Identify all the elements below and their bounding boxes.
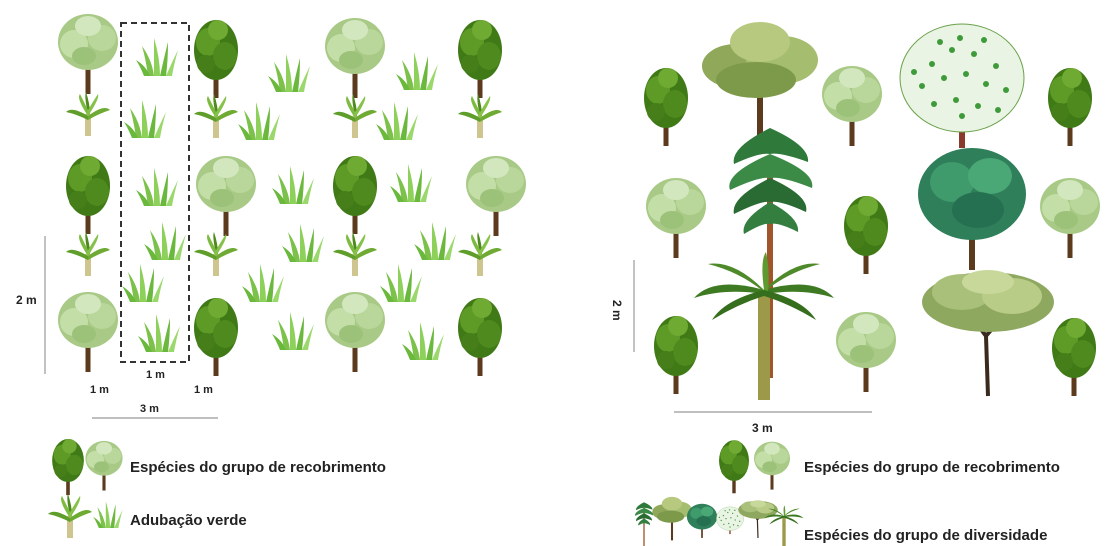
- adubacao-grass-icon: [396, 52, 438, 90]
- right-vertical-dimension: 2 m: [610, 300, 624, 321]
- recobrimento-tree-icon: [654, 316, 698, 394]
- adubacao-grass-icon: [242, 264, 284, 302]
- adubacao-plant-icon: [194, 94, 238, 138]
- adubacao-plant-icon: [66, 92, 110, 136]
- legend-acacia-icon: [738, 500, 778, 538]
- recobrimento-tree-icon: [196, 156, 256, 236]
- diversidade-acacia-tree-icon: [922, 270, 1054, 396]
- legend-recobrimento-light-tree-icon: [754, 442, 790, 490]
- diversidade-spotted-tree-icon: [900, 24, 1024, 148]
- recobrimento-tree-icon: [194, 298, 238, 376]
- adubacao-plant-icon: [333, 94, 377, 138]
- adubacao-plant-icon: [66, 232, 110, 276]
- right-layout: [644, 22, 1100, 400]
- right-horizontal-dimension: 3 m: [752, 421, 773, 435]
- legend-pine-icon: [635, 502, 653, 546]
- adubacao-grass-icon: [268, 54, 310, 92]
- legend-canopy-icon: [652, 497, 691, 541]
- adubacao-plant-icon: [333, 232, 377, 276]
- adubacao-grass-icon: [238, 102, 280, 140]
- recobrimento-tree-icon: [194, 20, 238, 98]
- left-legend: Espécies do grupo de recobrimento Adubaç…: [48, 439, 386, 538]
- legend-adubacao-label: Adubação verde: [130, 512, 247, 529]
- recobrimento-tree-icon: [466, 156, 526, 236]
- adubacao-grass-icon: [144, 222, 186, 260]
- adubacao-grass-icon: [402, 322, 444, 360]
- recobrimento-tree-icon: [325, 18, 385, 98]
- left-vertical-dimension: 2 m: [16, 293, 37, 307]
- adubacao-grass-icon: [136, 168, 178, 206]
- legend-recobrimento-dark-tree-icon: [719, 440, 749, 493]
- recobrimento-tree-icon: [66, 156, 110, 234]
- legend-adubacao-grass-icon: [93, 501, 122, 528]
- adubacao-grass-icon: [380, 264, 422, 302]
- adubacao-grass-icon: [282, 224, 324, 262]
- adubacao-grass-icon: [272, 166, 314, 204]
- adubacao-grass-icon: [414, 222, 456, 260]
- recobrimento-tree-icon: [1052, 318, 1096, 396]
- recobrimento-tree-icon: [1048, 68, 1092, 146]
- recobrimento-tree-icon: [333, 156, 377, 234]
- recobrimento-tree-icon: [325, 292, 385, 372]
- adubacao-grass-icon: [390, 164, 432, 202]
- diversidade-teal-tree-icon: [918, 148, 1026, 270]
- adubacao-plant-icon: [458, 94, 502, 138]
- legend-teal-icon: [687, 504, 717, 538]
- legend-recobrimento-label: Espécies do grupo de recobrimento: [130, 459, 386, 476]
- legend-recobrimento-dark-tree-icon: [52, 439, 84, 495]
- adubacao-grass-icon: [122, 264, 164, 302]
- recobrimento-tree-icon: [458, 298, 502, 376]
- recobrimento-tree-icon: [58, 14, 118, 94]
- legend-recobrimento-light-tree-icon: [85, 441, 122, 491]
- recobrimento-tree-icon: [458, 20, 502, 98]
- recobrimento-tree-icon: [646, 178, 706, 258]
- legend-recobrimento-label: Espécies do grupo de recobrimento: [804, 459, 1060, 476]
- recobrimento-tree-icon: [844, 196, 888, 274]
- adubacao-plant-icon: [458, 232, 502, 276]
- recobrimento-tree-icon: [822, 66, 882, 146]
- left-horizontal-dimension: 3 m: [140, 403, 159, 415]
- diversidade-canopy-tree-icon: [702, 22, 818, 150]
- adubacao-plant-icon: [194, 232, 238, 276]
- legend-adubacao-banana-icon: [48, 494, 92, 538]
- left-spacing-label: 1 m: [90, 384, 109, 396]
- recobrimento-tree-icon: [644, 68, 688, 146]
- adubacao-grass-icon: [136, 38, 178, 76]
- diversidade-pine-tree-icon: [729, 128, 812, 378]
- left-layout: [58, 14, 526, 376]
- recobrimento-tree-icon: [836, 312, 896, 392]
- adubacao-grass-icon: [124, 100, 166, 138]
- legend-diversidade-icons: [635, 497, 804, 546]
- adubacao-grass-icon: [376, 102, 418, 140]
- legend-diversidade-label: Espécies do grupo de diversidade: [804, 527, 1047, 544]
- middle-spacing-label: 1 m: [146, 369, 165, 381]
- recobrimento-tree-icon: [58, 292, 118, 372]
- right-legend: Espécies do grupo de recobrimento Espéci…: [635, 440, 1060, 546]
- diversidade-palm-tree-icon: [694, 252, 834, 400]
- recobrimento-tree-icon: [1040, 178, 1100, 258]
- adubacao-grass-icon: [272, 312, 314, 350]
- adubacao-grass-icon: [138, 314, 180, 352]
- right-spacing-label: 1 m: [194, 384, 213, 396]
